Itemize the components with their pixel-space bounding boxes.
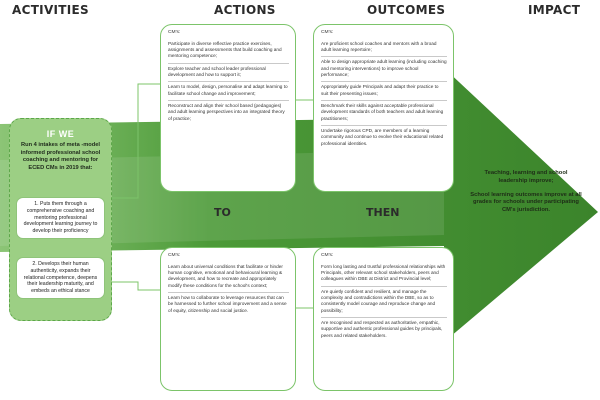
- header-outcomes: OUTCOMES: [367, 3, 446, 17]
- list-item: Are quietly confident and resilient, and…: [321, 287, 447, 319]
- list-item: Learn how to collaborate to leverage res…: [168, 294, 287, 313]
- list-item: Explore teacher and school leader profes…: [168, 64, 289, 83]
- actions-top-lead: CM's:: [168, 30, 181, 35]
- ifwe-main-text: Run 4 intakes of meta -model informed pr…: [20, 142, 101, 171]
- list-item: Undertake rigorous CPD, are members of a…: [321, 128, 444, 146]
- ifwe-title: IF WE: [46, 129, 75, 139]
- list-item: Appropriately guide Principals and adapt…: [321, 82, 447, 102]
- list-item: Learn to model, design, personalise and …: [168, 82, 289, 102]
- header-actions: ACTIONS: [214, 3, 276, 17]
- then-label: THEN: [366, 206, 400, 219]
- actions-bottom-box: CM's: Learn about universal conditions t…: [160, 247, 296, 391]
- header-activities: ACTIVITIES: [12, 3, 89, 17]
- list-item: Are recognised and respected as authorit…: [321, 320, 443, 338]
- list-item: Benchmark their skills against acceptabl…: [321, 101, 447, 127]
- list-item: Reconstruct and align their school based…: [168, 103, 285, 121]
- activity-item-2: 2. Develops their human authenticity, ex…: [16, 257, 105, 299]
- actions-top-box: CM's: Participate in diverse reflective …: [160, 24, 296, 192]
- list-item: Participate in diverse reflective practi…: [168, 39, 289, 64]
- to-label: TO: [214, 206, 231, 219]
- activity-item-1: 1. Puts them through a comprehensive coa…: [16, 197, 105, 239]
- impact-line-1: Teaching, learning and school leadership…: [484, 170, 568, 184]
- outcomes-top-box: CM's: Are proficient school coaches and …: [313, 24, 454, 192]
- connector-bottom: [112, 281, 160, 291]
- list-item: Form long lasting and trustful professio…: [321, 262, 447, 287]
- list-item: Able to design appropriate adult learnin…: [321, 57, 447, 83]
- connector-top: [112, 83, 160, 199]
- list-item: Are proficient school coaches and mentor…: [321, 39, 447, 58]
- outcomes-bottom-lead: CM's:: [321, 253, 334, 258]
- actions-bottom-lead: CM's:: [168, 253, 181, 258]
- activities-box: IF WE Run 4 intakes of meta -model infor…: [9, 118, 112, 321]
- impact-line-2: School learning outcomes improve at all …: [470, 191, 582, 214]
- list-item: Learn about universal conditions that fa…: [168, 262, 289, 293]
- impact-text: Teaching, learning and school leadership…: [470, 170, 582, 221]
- outcomes-top-lead: CM's:: [321, 30, 334, 35]
- outcomes-bottom-box: CM's: Form long lasting and trustful pro…: [313, 247, 454, 391]
- header-impact: IMPACT: [528, 3, 581, 17]
